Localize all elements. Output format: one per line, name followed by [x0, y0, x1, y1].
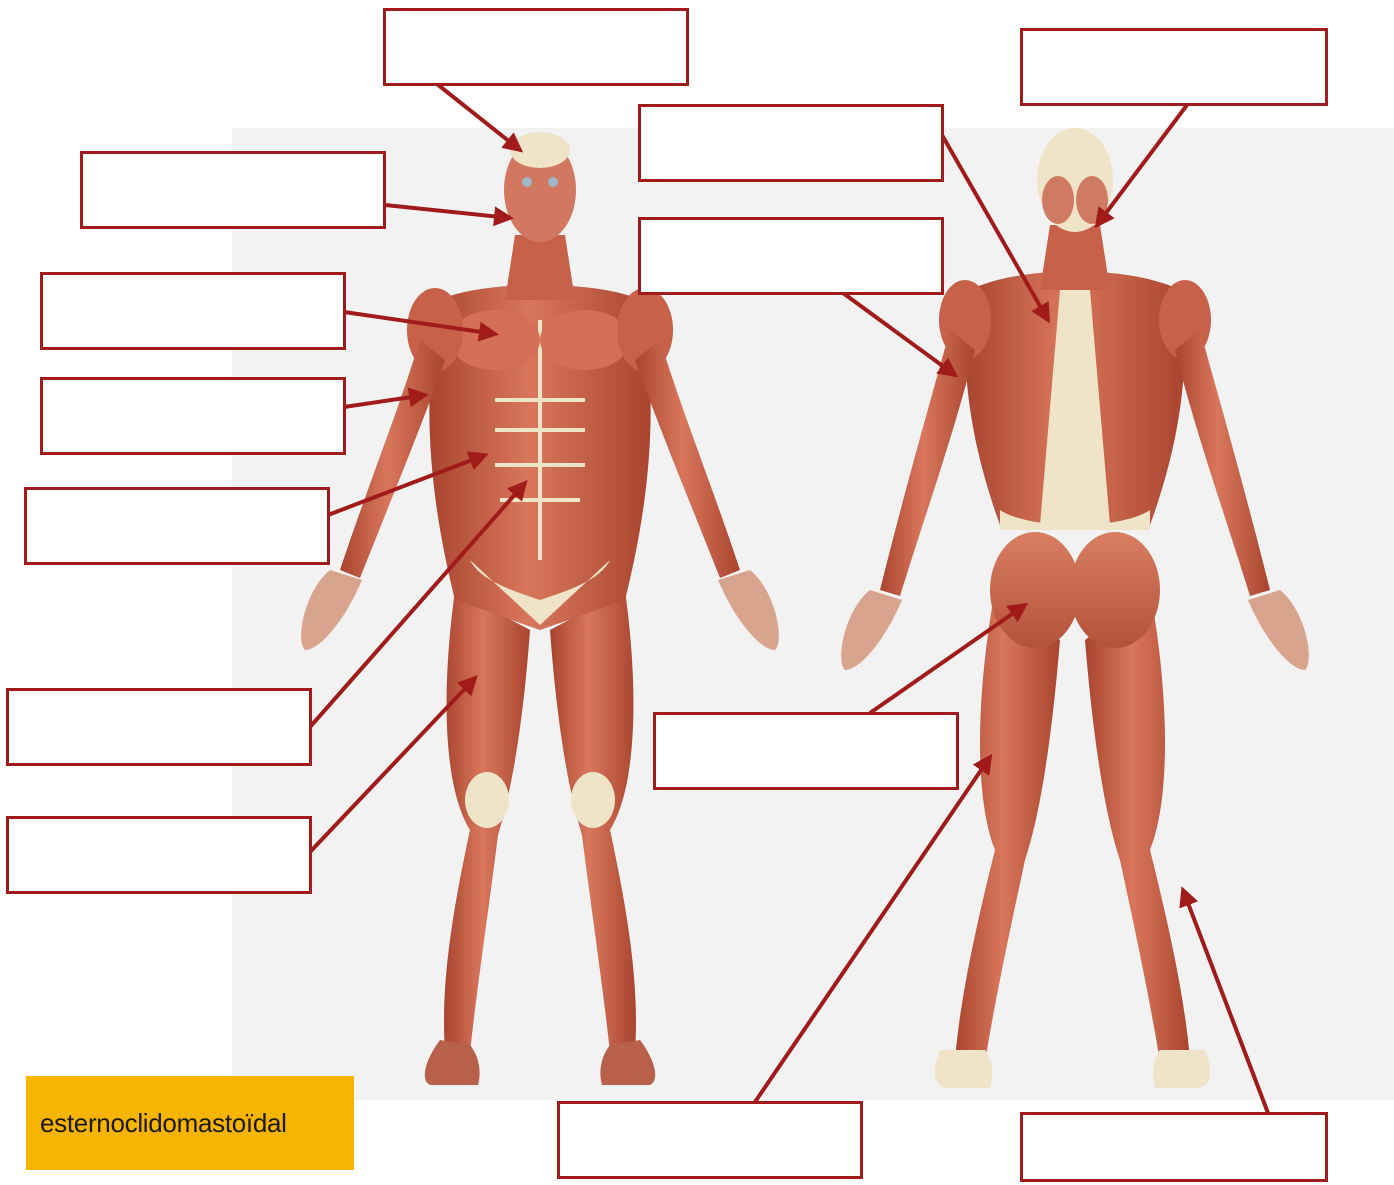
answer-box-thigh[interactable] — [6, 816, 312, 894]
arrow-to-face — [385, 205, 510, 218]
answer-box-chest[interactable] — [40, 272, 346, 350]
arrow-to-forehead — [437, 84, 520, 150]
word-tile-esternoclidomastoidal[interactable]: esternoclidomastoïdal — [26, 1076, 354, 1170]
arrow-to-back-upper-arm — [843, 293, 955, 375]
answer-box-back-thigh[interactable] — [557, 1101, 863, 1179]
answer-box-calf[interactable] — [1020, 1112, 1328, 1182]
answer-box-side-abdomen[interactable] — [24, 487, 330, 565]
answer-box-back-upper-arm[interactable] — [638, 217, 944, 295]
answer-box-face[interactable] — [80, 151, 386, 229]
answer-box-upper-back[interactable] — [638, 104, 944, 182]
answer-box-abdomen[interactable] — [6, 688, 312, 766]
answer-box-neck-back[interactable] — [1020, 28, 1328, 106]
answer-box-forehead[interactable] — [383, 8, 689, 86]
word-tile-label: esternoclidomastoïdal — [40, 1108, 287, 1139]
answer-box-upper-arm[interactable] — [40, 377, 346, 455]
answer-box-gluteal[interactable] — [653, 712, 959, 790]
